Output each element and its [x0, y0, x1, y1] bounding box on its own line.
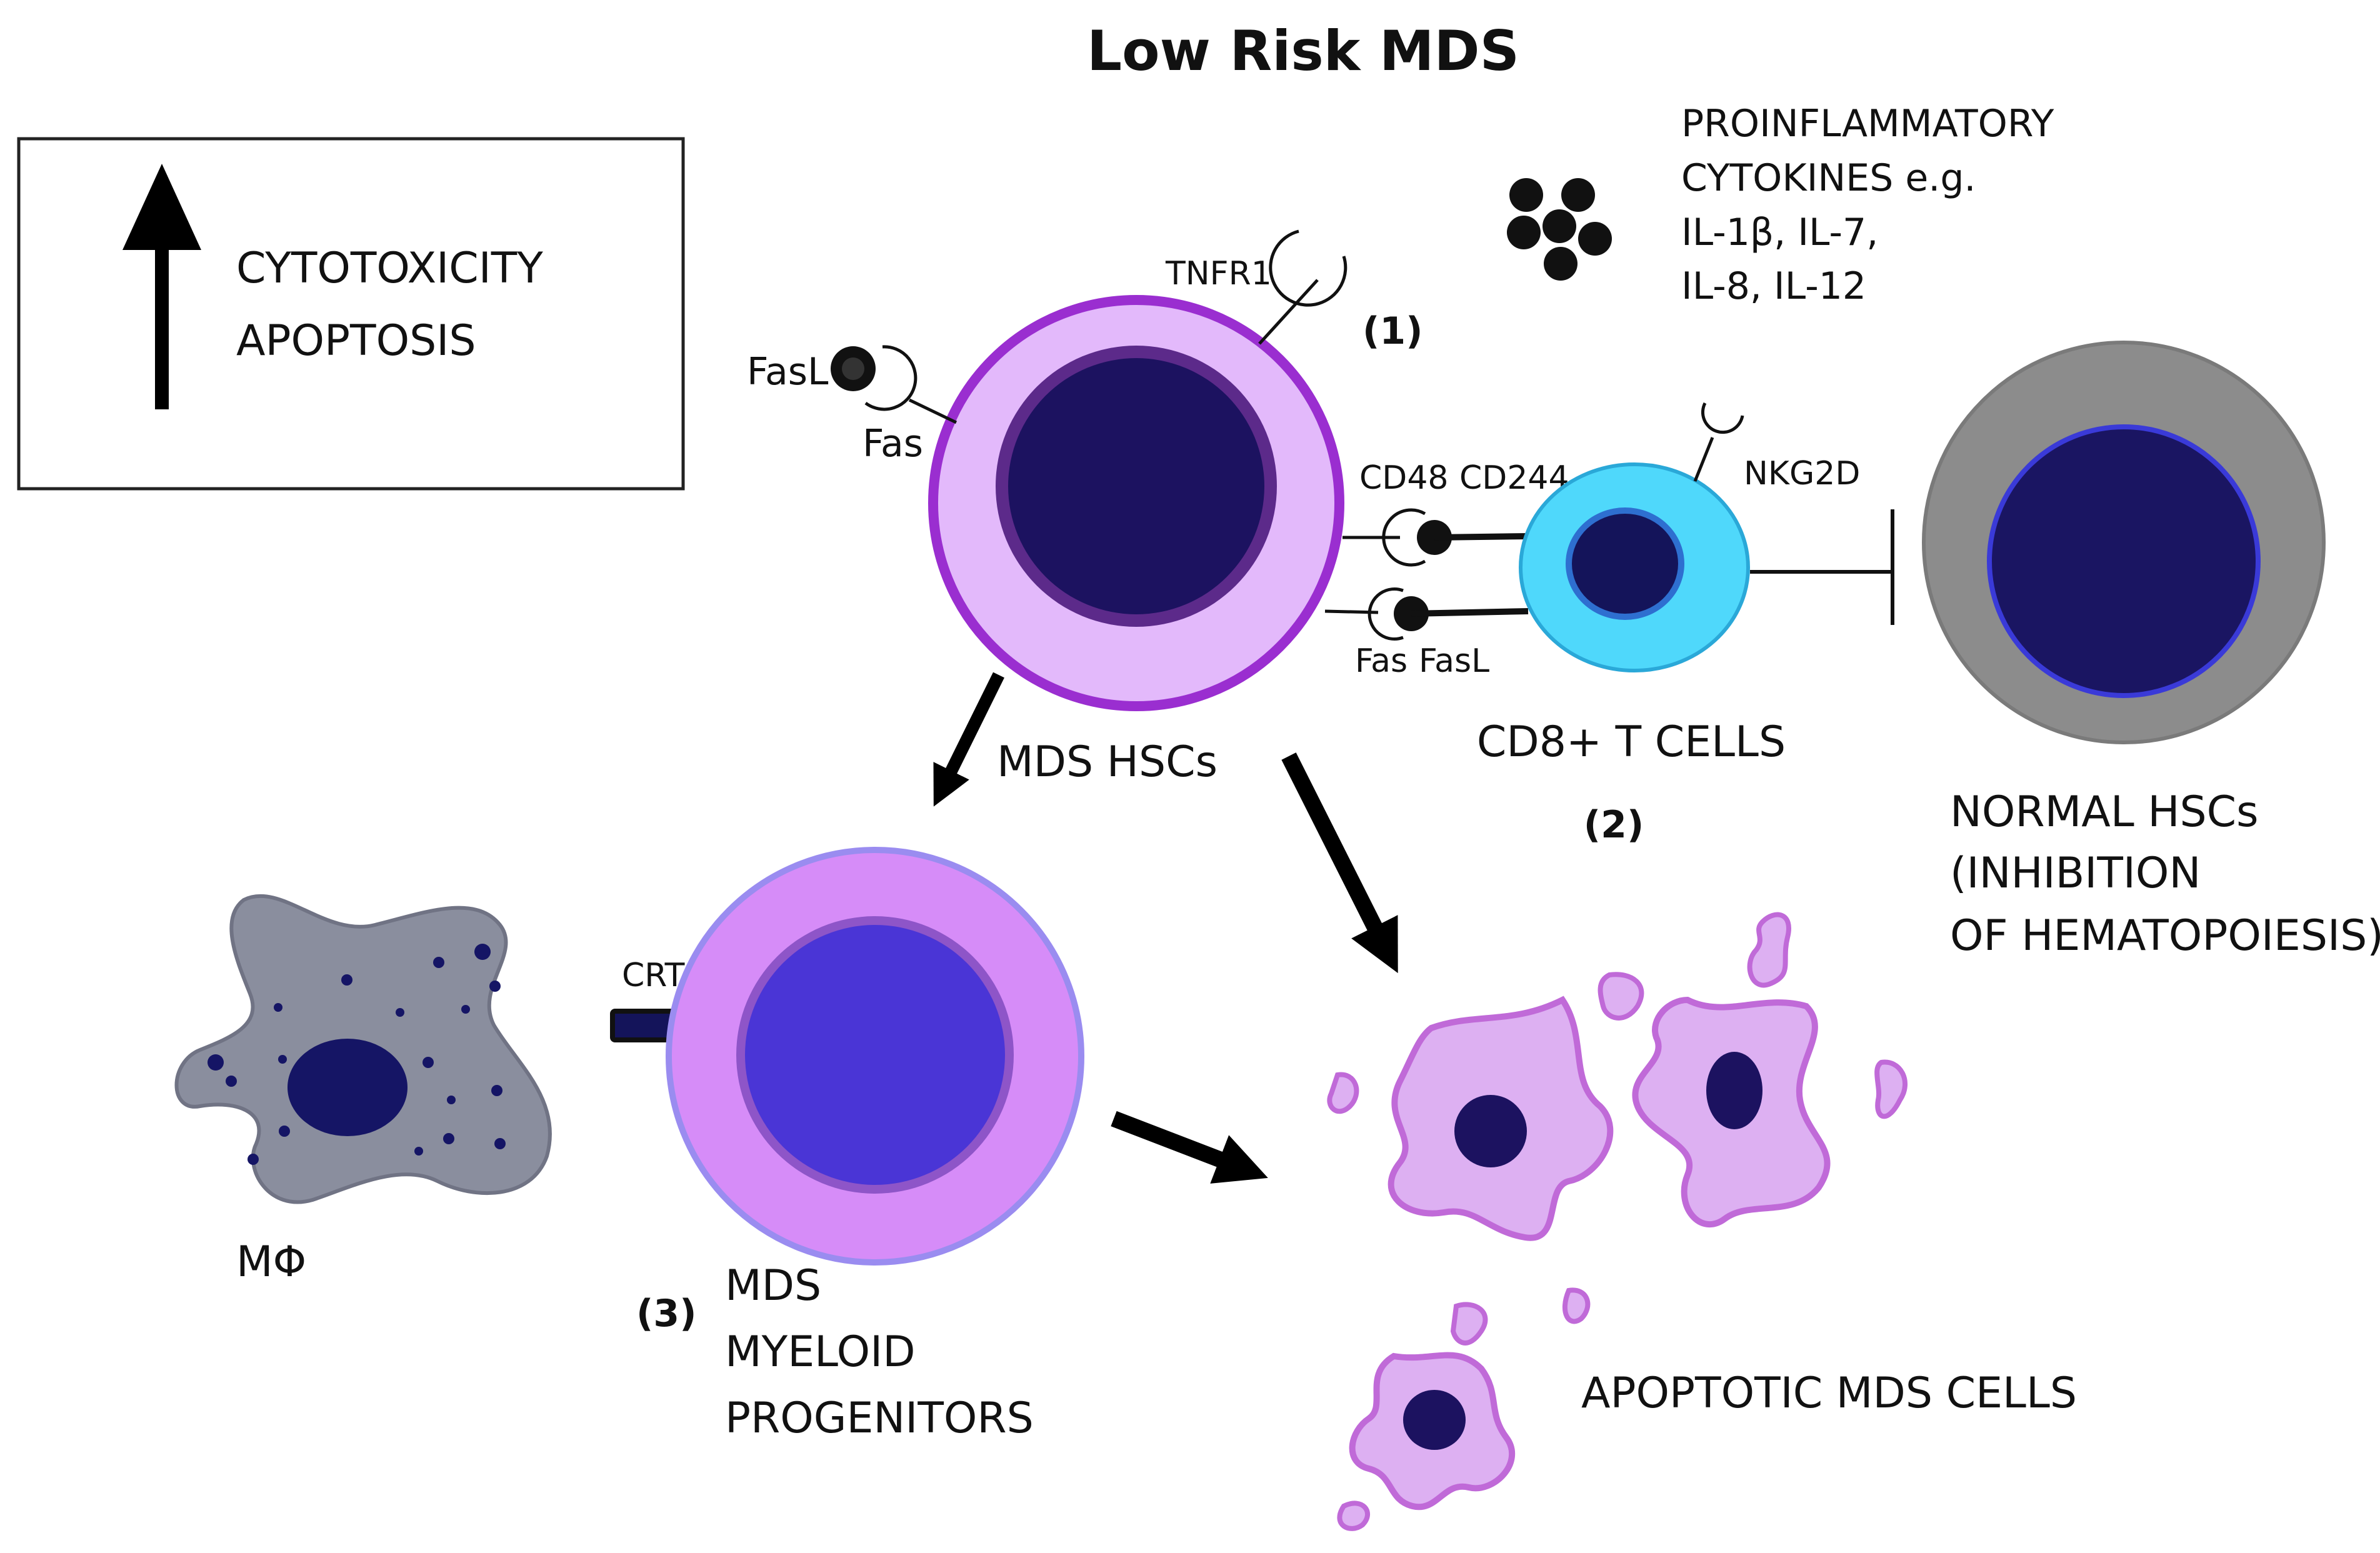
step-3-label: (3)	[636, 1292, 697, 1336]
arrow-hsc-to-progenitors	[933, 672, 1004, 807]
nkg2d-receptor	[1693, 402, 1744, 482]
step-2-label: (2)	[1584, 803, 1644, 847]
apoptotic-cell-2	[1632, 996, 1831, 1227]
fas-receptor-top	[864, 345, 958, 424]
legend-apoptosis: APOPTOSIS	[236, 316, 476, 366]
cytokines-line1: PROINFLAMMATORY	[1681, 102, 2054, 146]
normal-hsc-line2: (INHIBITION	[1950, 849, 2201, 898]
mds-hsc-cell	[928, 295, 1344, 711]
step-1-label: (1)	[1362, 309, 1423, 353]
fasl-ligand-top	[831, 346, 876, 391]
mds-hscs-label: MDS HSCs	[997, 737, 1218, 787]
macrophage-label: MΦ	[236, 1237, 306, 1287]
cytokines-line3: IL-1β, IL-7,	[1681, 211, 1878, 254]
cd8-label: CD8+ T CELLS	[1477, 717, 1786, 767]
up-arrow-icon	[122, 164, 201, 409]
legend-box: CYTOTOXICITY APOPTOSIS	[17, 137, 685, 491]
progenitors-line1: MDS	[725, 1261, 821, 1311]
normal-hsc-line1: NORMAL HSCs	[1950, 787, 2259, 837]
tnfr1-receptor	[1258, 229, 1348, 345]
cd48-cd244-link	[1342, 508, 1529, 567]
diagram-title: Low Risk MDS	[1087, 19, 1519, 83]
tnfr1-label: TNFR1	[1165, 255, 1272, 292]
legend-cytotoxicity: CYTOTOXICITY	[236, 244, 543, 293]
inhibition-connector	[1750, 509, 1894, 625]
mds-progenitor-cell	[666, 847, 1084, 1266]
cd244-label: CD244	[1459, 459, 1569, 497]
normal-hsc-cell	[1922, 341, 2326, 744]
fasl-top-label: FasL	[747, 350, 829, 394]
apoptotic-label: APOPTOTIC MDS CELLS	[1581, 1369, 2077, 1418]
normal-hsc-line3: OF HEMATOPOIESIS)	[1950, 911, 2380, 961]
progenitors-line2: MYELOID	[725, 1327, 916, 1377]
apoptotic-cell-1	[1388, 996, 1614, 1241]
arrow-hsc-to-apoptotic	[1281, 752, 1398, 974]
cytokines-line4: IL-8, IL-12	[1681, 264, 1866, 308]
crt-label: CRT	[622, 957, 685, 994]
cytokine-dots	[1507, 178, 1612, 281]
fas-bottom-label: Fas	[1355, 642, 1408, 680]
cytokines-line2: CYTOKINES e.g.	[1681, 156, 1976, 200]
apoptotic-fragments	[1327, 912, 1908, 1531]
fas-fasl-link	[1324, 587, 1529, 641]
macrophage-cell	[174, 894, 552, 1204]
apoptotic-cell-3	[1349, 1352, 1516, 1511]
progenitors-line3: PROGENITORS	[725, 1394, 1034, 1443]
nkg2d-label: NKG2D	[1744, 455, 1860, 492]
cd48-label: CD48	[1359, 459, 1449, 497]
arrow-progenitors-to-apoptotic	[1111, 1111, 1268, 1184]
fas-top-label: Fas	[862, 422, 923, 466]
cd8-t-cell	[1519, 462, 1750, 672]
fasl-bottom-label: FasL	[1419, 642, 1489, 680]
